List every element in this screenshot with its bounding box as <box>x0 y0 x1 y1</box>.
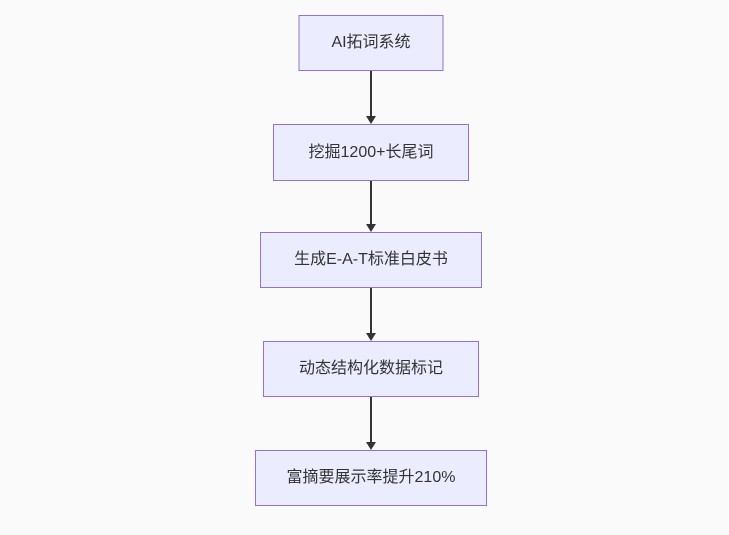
flowchart-node-2: 挖掘1200+长尾词 <box>273 124 469 181</box>
flowchart-node-label: 生成E-A-T标准白皮书 <box>294 251 448 268</box>
arrow-line <box>370 397 372 443</box>
flowchart-arrow-1 <box>365 71 377 124</box>
flowchart-node-5: 富摘要展示率提升210% <box>255 450 487 506</box>
flowchart-node-1: AI拓词系统 <box>298 15 444 71</box>
flowchart-node-label: AI拓词系统 <box>331 34 411 51</box>
flowchart-arrow-3 <box>365 288 377 341</box>
flowchart-node-label: 富摘要展示率提升210% <box>286 469 456 486</box>
arrow-head-icon <box>366 116 376 124</box>
flowchart-node-label: 挖掘1200+长尾词 <box>308 143 434 161</box>
flowchart-node-label: 动态结构化数据标记 <box>298 360 443 377</box>
arrow-line <box>370 71 372 117</box>
arrow-head-icon <box>366 224 376 232</box>
flowchart-node-4: 动态结构化数据标记 <box>263 341 479 397</box>
flowchart-arrow-2 <box>365 181 377 232</box>
arrow-head-icon <box>366 442 376 450</box>
flowchart-node-3: 生成E-A-T标准白皮书 <box>260 232 482 288</box>
arrow-line <box>370 181 372 225</box>
arrow-head-icon <box>366 333 376 341</box>
flowchart-arrow-4 <box>365 397 377 450</box>
arrow-line <box>370 288 372 334</box>
